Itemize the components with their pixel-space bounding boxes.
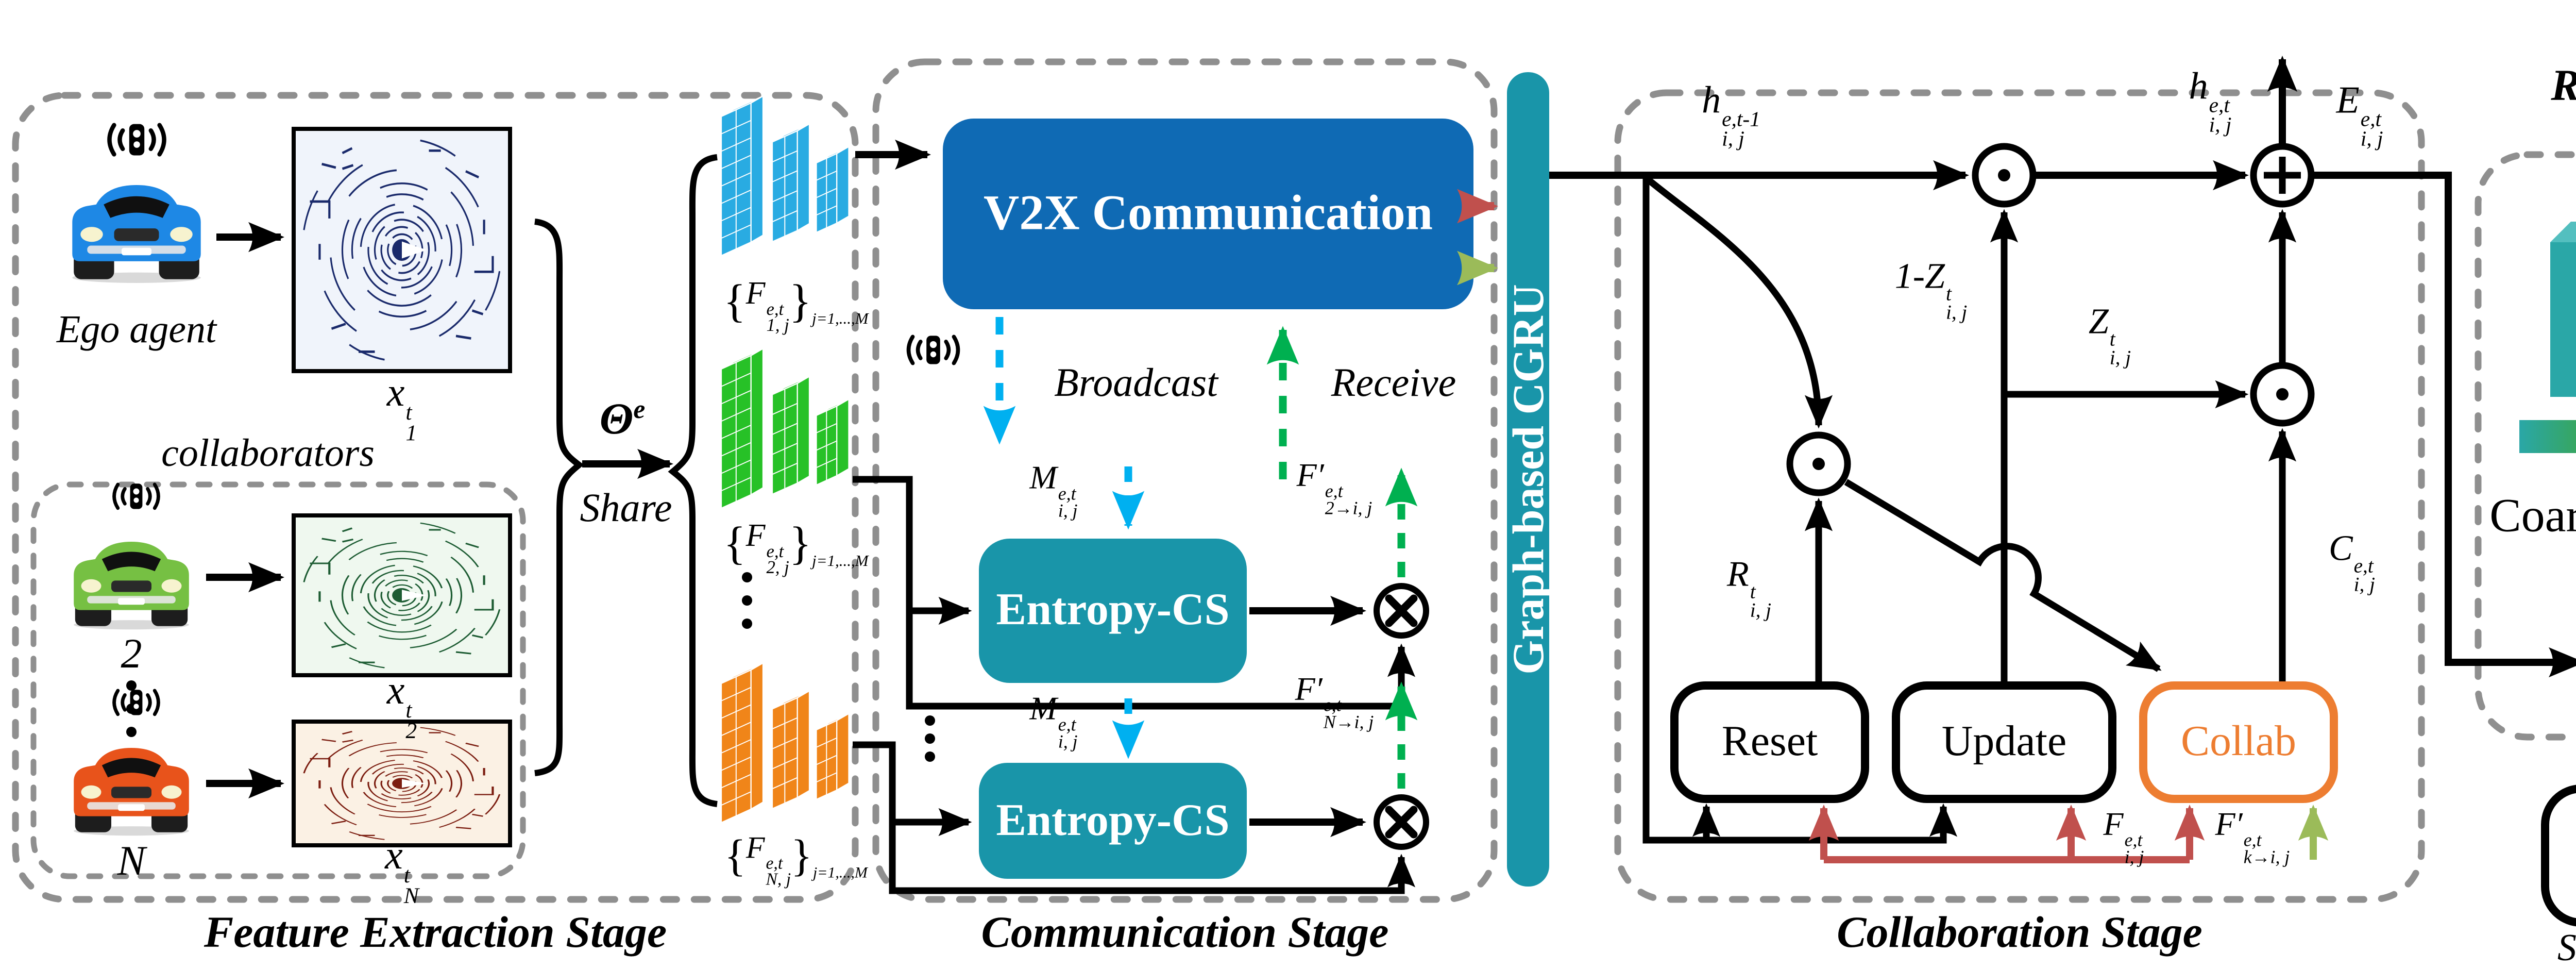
diagonal-odot-to-collab bbox=[1844, 479, 2162, 672]
broadcast-antenna-icon bbox=[909, 336, 958, 364]
ego-agent-label: Ego agent bbox=[56, 308, 217, 352]
update-label: Update bbox=[1941, 716, 2067, 765]
e-out-line bbox=[2312, 172, 2576, 678]
stacks-ellipsis bbox=[742, 572, 752, 629]
agentN-car-icon bbox=[74, 748, 189, 836]
update-box bbox=[1892, 681, 2116, 803]
coarse-label: Coarse bbox=[2489, 489, 2576, 542]
bypass-line-2 bbox=[853, 741, 1416, 894]
agent2-antenna-icon bbox=[114, 483, 159, 509]
collab-label: Collab bbox=[2181, 716, 2296, 765]
ego-car-icon bbox=[72, 185, 201, 283]
v2x-communication-box bbox=[943, 119, 1473, 309]
communication-stage-label: Communication Stage bbox=[981, 907, 1389, 957]
brace-scans bbox=[534, 219, 584, 776]
cgru-label: Graph-based CGRU bbox=[1503, 284, 1553, 675]
feature-stage-box bbox=[12, 92, 859, 903]
agent2-label: 2 bbox=[121, 629, 142, 677]
ego-antenna-icon bbox=[109, 124, 164, 156]
detect-header-box bbox=[2541, 784, 2576, 927]
reconstruction-stage-box bbox=[2475, 151, 2576, 741]
cgru-bar bbox=[1507, 72, 1549, 887]
feature-stack-green bbox=[720, 348, 850, 509]
black-feed-line bbox=[1642, 175, 1958, 844]
share-h-label: Share H(·) bbox=[2557, 927, 2576, 969]
curve-h-to-odot bbox=[1643, 175, 1833, 429]
brace-stacks bbox=[668, 154, 718, 807]
entropy-cs-label-2: Entropy-CS bbox=[996, 795, 1230, 845]
comm-ellipsis bbox=[925, 715, 935, 762]
feature-stage-label: Feature Extraction Stage bbox=[204, 907, 667, 957]
entropy-cs-box-1 bbox=[979, 539, 1247, 683]
entropy-cs-box-2 bbox=[979, 763, 1247, 879]
reset-label: Reset bbox=[1721, 716, 1818, 765]
broadcast-label: Broadcast bbox=[1054, 360, 1218, 405]
collaborators-box bbox=[30, 481, 526, 879]
feature-stack-orange bbox=[720, 662, 850, 824]
coarse-cube bbox=[2550, 222, 2576, 397]
multiply-cross-2 bbox=[1385, 806, 1418, 839]
v2x-communication-label: V2X Communication bbox=[983, 185, 1433, 240]
agent2-car-icon bbox=[74, 542, 189, 630]
collaboration-stage-box bbox=[1614, 89, 2425, 903]
entropy-cs-label-1: Entropy-CS bbox=[996, 584, 1230, 634]
collaboration-stage-label: Collaboration Stage bbox=[1837, 907, 2202, 957]
feature-stack-blue bbox=[720, 95, 850, 257]
reconstruction-stage-label: Reconstruction Stage bbox=[2551, 62, 2576, 109]
red-feed-lines bbox=[1808, 805, 2205, 863]
coarse-to-fine-gradient-arrow bbox=[2519, 420, 2576, 453]
collaborators-label: collaborators bbox=[161, 431, 375, 475]
multiply-cross-1 bbox=[1385, 594, 1418, 627]
receive-label: Receive bbox=[1331, 360, 1456, 405]
theta-label: Θe bbox=[599, 393, 646, 443]
reset-box bbox=[1670, 681, 1869, 803]
agentN-antenna-icon bbox=[114, 690, 159, 715]
collab-box bbox=[2139, 681, 2338, 803]
agentN-label: N bbox=[117, 837, 146, 884]
share-label: Share bbox=[580, 485, 672, 530]
